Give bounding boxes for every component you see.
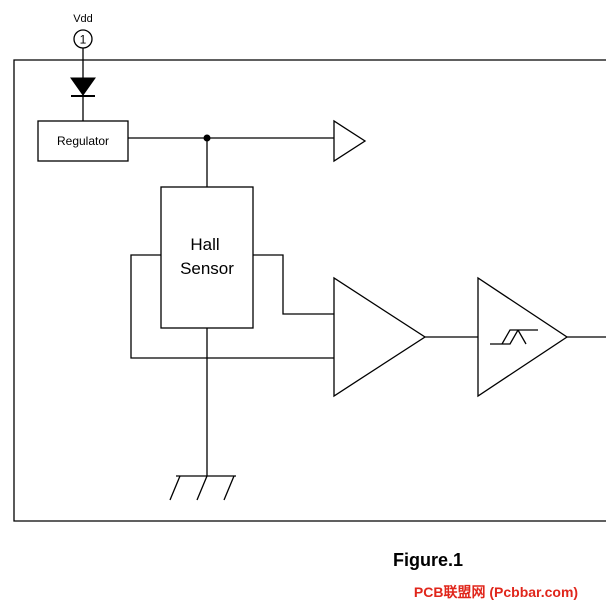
regulator-block xyxy=(37,120,129,162)
watermark-text: PCB联盟网 (Pcbbar.com) xyxy=(414,584,578,600)
pin-1-label: 1 xyxy=(80,33,87,47)
regulator-label: Regulator xyxy=(57,134,109,148)
chip-outline xyxy=(13,59,606,522)
figure-caption: Figure.1 xyxy=(393,550,463,570)
hall-sensor-label-line2: Sensor xyxy=(180,259,234,278)
diode-icon xyxy=(70,77,96,96)
ground-hatch-3 xyxy=(223,475,235,501)
hall-output-minus-wire xyxy=(130,254,334,359)
hall-sensor-block xyxy=(160,186,254,329)
output-buffer-icon xyxy=(333,119,367,163)
ground-hatch-2 xyxy=(196,475,208,501)
ground-hatch-1 xyxy=(169,475,181,501)
hall-output-plus-wire xyxy=(253,254,334,315)
vdd-label: Vdd xyxy=(73,13,93,25)
amplifier-icon xyxy=(333,276,427,398)
hysteresis-icon xyxy=(490,329,538,345)
hall-sensor-label-line1: Hall xyxy=(190,235,219,254)
